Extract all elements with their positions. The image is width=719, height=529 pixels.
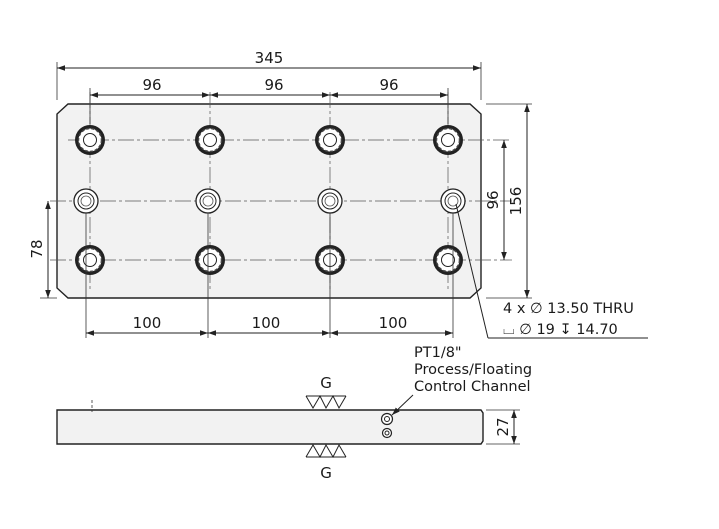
through-hole bbox=[195, 188, 221, 214]
dimension-bottom-spacing: 100 100 100 bbox=[85, 213, 454, 338]
counterbore-hole bbox=[75, 125, 105, 155]
dim-thickness-label: 27 bbox=[494, 417, 512, 436]
through-hole bbox=[73, 188, 99, 214]
dim-overall-width-label: 345 bbox=[255, 49, 284, 67]
port-lower bbox=[381, 427, 393, 439]
port-note-line3: Control Channel bbox=[414, 379, 531, 395]
surface-finish-symbol-top: G bbox=[305, 374, 347, 410]
dim-overall-height-label: 156 bbox=[507, 187, 525, 216]
counterbore-hole bbox=[195, 125, 225, 155]
port-upper bbox=[380, 412, 394, 426]
dimension-overall-width: 345 bbox=[56, 49, 482, 100]
hole-callout-line2: ⌴ ∅ 19 ↧ 14.70 bbox=[503, 322, 618, 338]
dim-bottom-spacing-3: 100 bbox=[379, 314, 408, 332]
dim-bottom-spacing-2: 100 bbox=[252, 314, 281, 332]
dim-top-spacing-1: 96 bbox=[142, 76, 161, 94]
dim-bottom-spacing-1: 100 bbox=[133, 314, 162, 332]
dim-vertical-spacing-label: 96 bbox=[484, 190, 502, 209]
side-view: PT1/8" Process/Floating Control Channel … bbox=[56, 345, 532, 482]
dim-top-spacing-3: 96 bbox=[379, 76, 398, 94]
counterbore-hole bbox=[433, 125, 463, 155]
surface-finish-bottom-label: G bbox=[320, 464, 332, 482]
counterbore-hole bbox=[315, 125, 345, 155]
dimension-vertical-spacing: 96 bbox=[484, 140, 507, 260]
port-note-line2: Process/Floating bbox=[414, 362, 532, 378]
plate-side-profile bbox=[56, 409, 484, 445]
counterbore-hole bbox=[433, 245, 463, 275]
dim-left-offset-label: 78 bbox=[28, 239, 46, 258]
dimension-thickness: 27 bbox=[486, 409, 520, 445]
through-hole bbox=[317, 188, 343, 214]
plan-view: 345 96 96 96 96 156 78 bbox=[28, 49, 648, 339]
dimension-top-spacing: 96 96 96 bbox=[89, 76, 449, 124]
hole-callout: 4 x ∅ 13.50 THRU ⌴ ∅ 19 ↧ 14.70 bbox=[455, 203, 648, 339]
port-note: PT1/8" Process/Floating Control Channel bbox=[391, 345, 532, 416]
dimension-overall-height: 156 bbox=[486, 103, 532, 299]
port-note-line1: PT1/8" bbox=[414, 345, 462, 361]
surface-finish-top-label: G bbox=[320, 374, 332, 392]
counterbore-hole bbox=[195, 245, 225, 275]
dimension-left-offset: 78 bbox=[28, 201, 57, 299]
surface-finish-symbol-bottom: G bbox=[305, 443, 347, 482]
counterbore-hole bbox=[75, 245, 105, 275]
hole-callout-line1: 4 x ∅ 13.50 THRU bbox=[503, 301, 634, 317]
through-hole bbox=[440, 188, 466, 214]
dim-top-spacing-2: 96 bbox=[264, 76, 283, 94]
